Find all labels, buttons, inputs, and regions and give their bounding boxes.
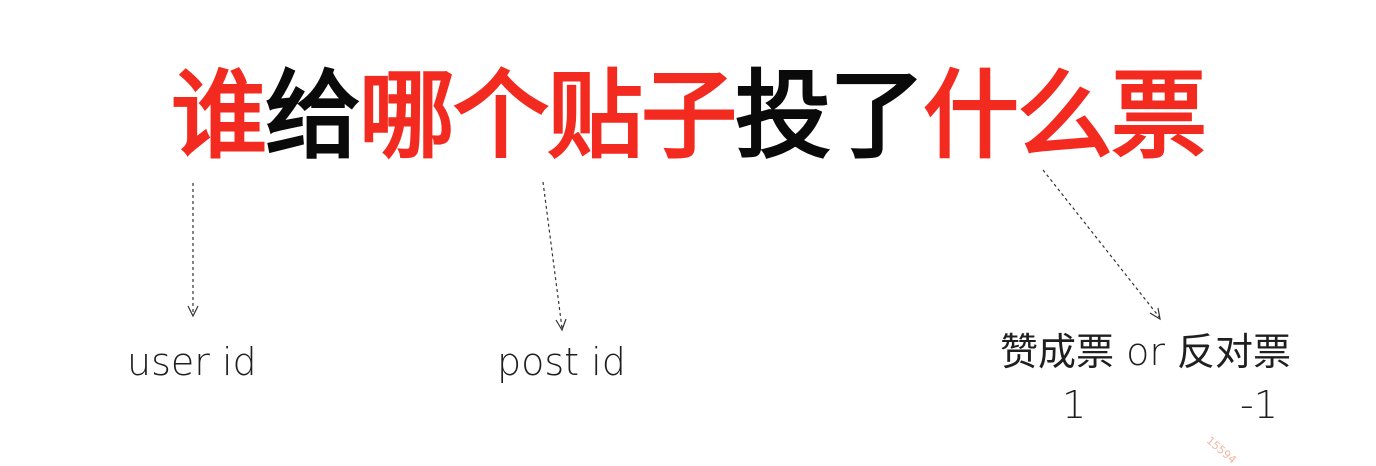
vote-type-label: 赞成票 or 反对票 — [1000, 330, 1292, 374]
arrow-to-vote-type — [1042, 169, 1161, 321]
arrow-to-user-id — [187, 183, 199, 318]
user-id-label: user id — [127, 340, 257, 384]
title-segment-which-post: 哪个贴子 — [359, 60, 737, 172]
post-id-label: post id — [497, 340, 626, 384]
title-segment-what-vote: 什么票 — [923, 60, 1207, 172]
title-segment-gave: 给 — [265, 60, 361, 172]
title-segment-cast: 投了 — [735, 60, 925, 172]
arrow-to-post-id — [542, 181, 567, 332]
title-segment-who: 谁 — [171, 60, 267, 172]
downvote-value: -1 — [1240, 383, 1278, 427]
upvote-value: 1 — [1062, 383, 1087, 427]
diagram-title: 谁给哪个贴子投了什么票 — [0, 56, 1376, 176]
